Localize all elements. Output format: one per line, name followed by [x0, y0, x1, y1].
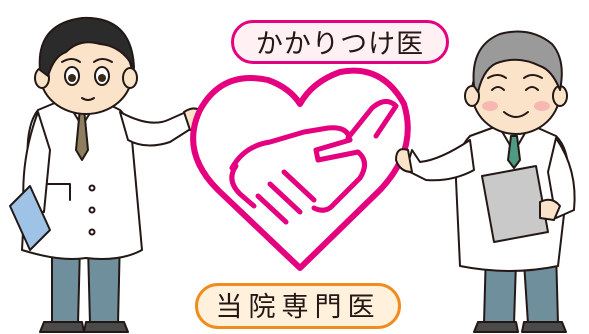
hospital-specialist-label: 当院専門医 [195, 283, 401, 329]
family-doctor-label: かかりつけ医 [231, 20, 449, 64]
senior-doctor-illustration [395, 30, 576, 333]
young-doctor-illustration [9, 16, 206, 333]
heart-handshake-icon [190, 67, 411, 271]
